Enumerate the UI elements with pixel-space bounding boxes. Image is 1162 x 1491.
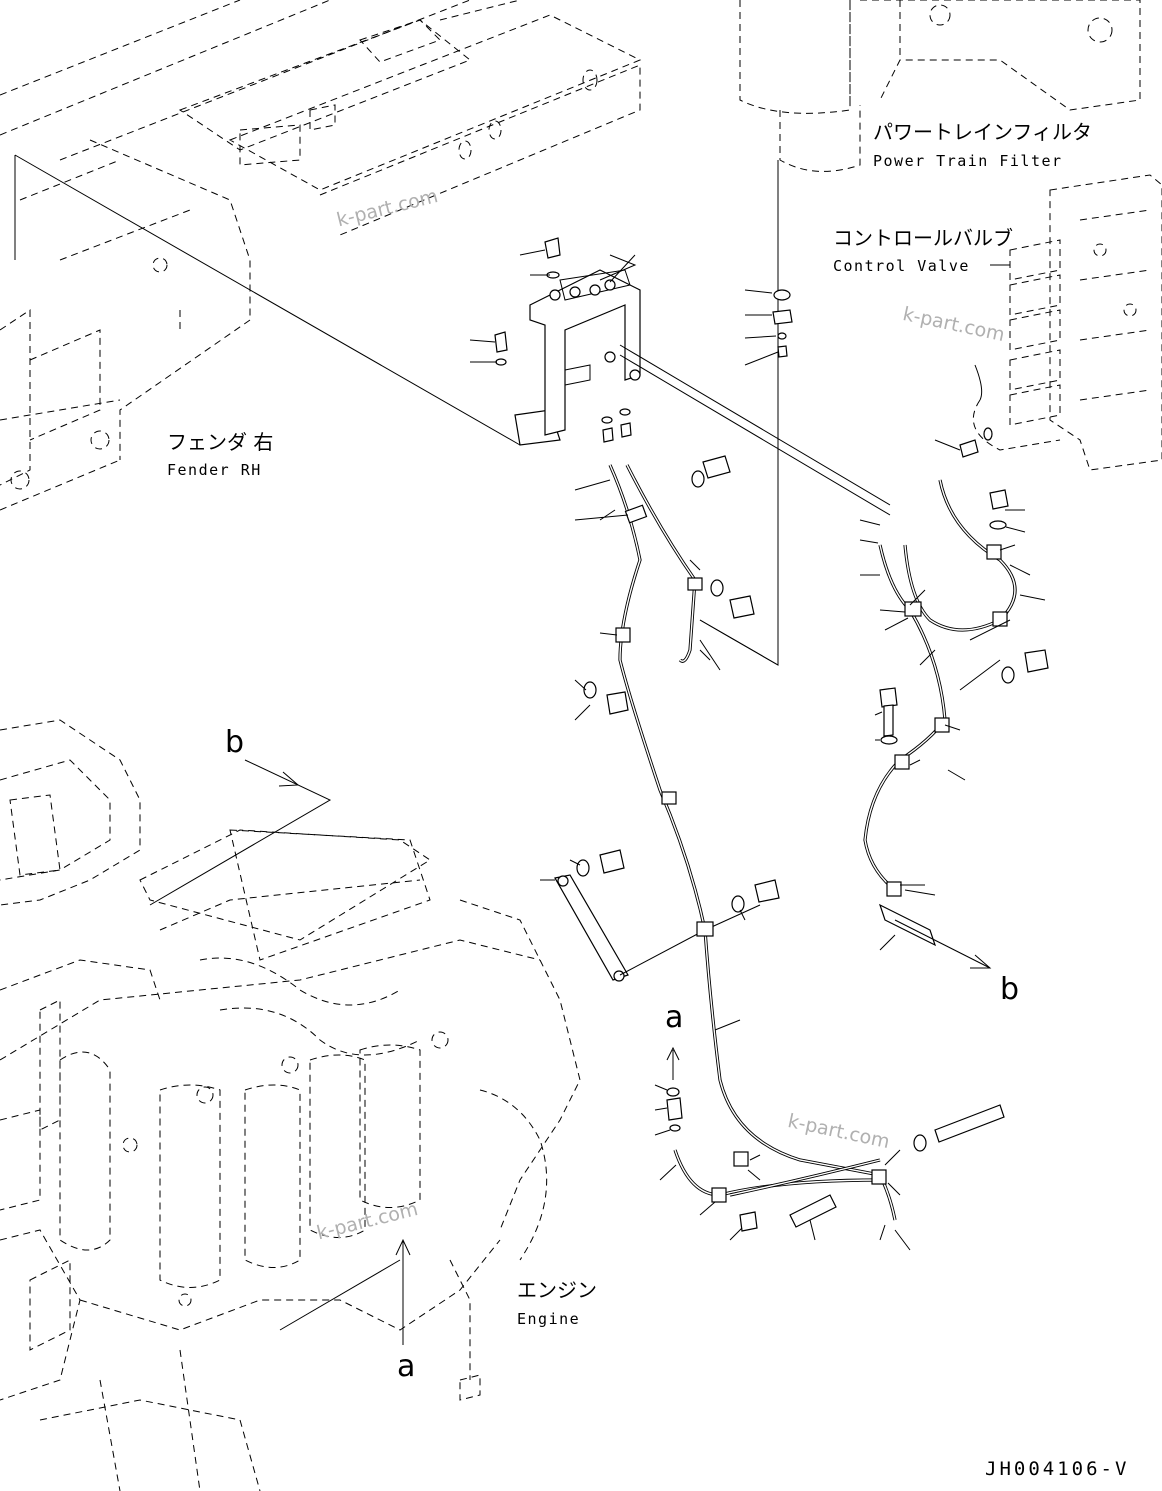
power-train-filter-label-jp: パワートレインフィルタ (873, 120, 1092, 144)
ref-b-right: b (1000, 972, 1020, 1007)
control-valve (972, 174, 1162, 471)
ref-a-mid: a (665, 1000, 684, 1035)
power-train-filter (699, 0, 1141, 666)
drawing-code: JH004106-V (985, 1458, 1130, 1480)
control-valve-label-en: Control Valve (833, 257, 970, 275)
control-valve-label-jp: コントロールバルブ (833, 226, 1013, 250)
ref-b-top: b (225, 725, 245, 760)
reference-arrows (149, 759, 992, 1345)
fender-leader-line (14, 154, 521, 446)
ref-a-bottom: a (397, 1349, 416, 1384)
fender-label-en: Fender RH (167, 461, 262, 479)
fender-label-jp: フェンダ 右 (167, 430, 274, 454)
mounting-bracket (514, 254, 891, 516)
part-leader-lines (469, 249, 1046, 1251)
power-train-filter-label-en: Power Train Filter (873, 152, 1063, 170)
engine-label-jp: エンジン (517, 1278, 597, 1302)
engine-outline (0, 719, 581, 1491)
engine-label-en: Engine (517, 1310, 581, 1328)
hardware-parts (494, 237, 1049, 1232)
fender-rh-outline (0, 0, 642, 511)
hose-clamps (615, 504, 1008, 1203)
